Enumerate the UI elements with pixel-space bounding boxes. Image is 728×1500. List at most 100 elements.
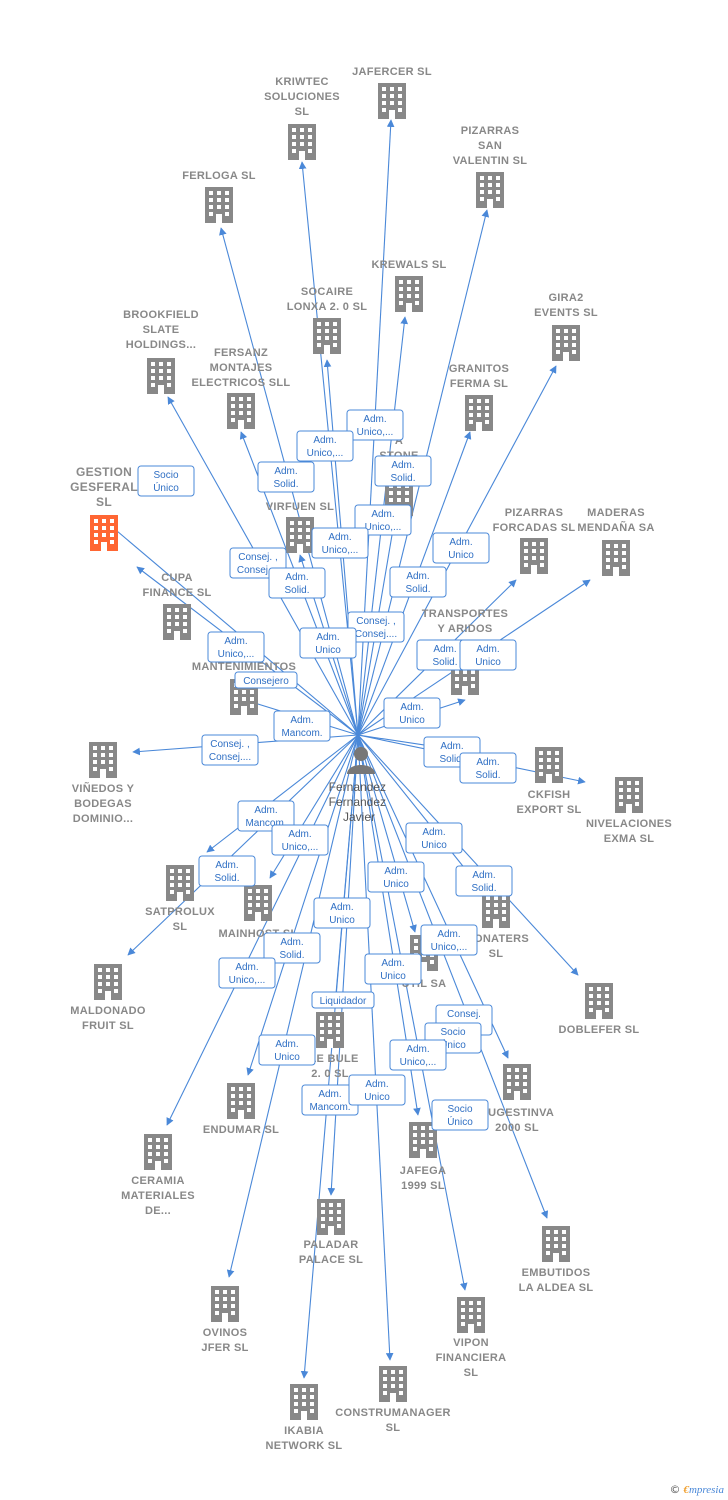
role-label: Liquidador xyxy=(311,991,375,1009)
building-icon xyxy=(144,1134,172,1170)
company-node-mainhost[interactable]: MAINHOST SL xyxy=(218,885,297,940)
company-node-virfuen[interactable]: VIRFUEN SL xyxy=(266,501,334,553)
role-label: Adm.Unico xyxy=(459,639,517,671)
building-icon xyxy=(288,124,316,160)
person-name: Fernandez Fernandez Javier xyxy=(329,780,390,824)
company-node-endumar[interactable]: ENDUMAR SL xyxy=(203,1083,279,1136)
role-label: Adm.Unico,... xyxy=(271,824,329,856)
building-icon xyxy=(244,885,272,921)
building-icon xyxy=(147,358,175,394)
building-icon xyxy=(465,395,493,431)
company-name: VIRFUEN SL xyxy=(266,501,334,513)
svg-text:Adm.Unico,...: Adm.Unico,... xyxy=(357,414,394,438)
role-label: Adm.Solid. xyxy=(198,855,256,887)
building-icon xyxy=(395,276,423,312)
role-label: Adm.Unico,... xyxy=(218,957,276,989)
svg-text:Adm.Solid.: Adm.Solid. xyxy=(273,466,298,490)
edge-gesferal xyxy=(103,519,359,736)
building-icon xyxy=(205,187,233,223)
building-icon xyxy=(227,393,255,429)
role-label: Adm.Unico xyxy=(364,953,422,985)
role-label: Adm.Unico,... xyxy=(420,924,478,956)
edge-endumar xyxy=(246,734,359,1076)
edge-construmanager xyxy=(357,734,394,1361)
building-icon xyxy=(227,1083,255,1119)
edge-ovinos xyxy=(226,734,359,1278)
svg-text:Adm.Unico: Adm.Unico xyxy=(329,902,355,926)
company-node-jafercer[interactable]: JAFERCER SL xyxy=(352,66,432,119)
building-icon xyxy=(378,83,406,119)
building-icon xyxy=(90,515,118,551)
svg-text:Adm.Solid.: Adm.Solid. xyxy=(405,571,430,595)
role-label: Adm.Unico,... xyxy=(346,409,404,441)
company-name: FERLOGA SL xyxy=(182,170,255,182)
company-node-krewals[interactable]: KREWALS SL xyxy=(371,259,446,312)
building-icon xyxy=(542,1226,570,1262)
building-icon xyxy=(317,1199,345,1235)
role-label: Adm.Mancom. xyxy=(237,800,295,832)
svg-text:Adm.Solid.: Adm.Solid. xyxy=(432,644,457,668)
building-icon xyxy=(89,742,117,778)
edge-maldonado xyxy=(127,734,359,956)
building-icon xyxy=(166,865,194,901)
svg-text:Consej. ,Consej....: Consej. ,Consej.... xyxy=(209,739,251,763)
company-node-ferloga[interactable]: FERLOGA SL xyxy=(182,170,255,223)
svg-text:Adm.Mancom.: Adm.Mancom. xyxy=(309,1089,350,1113)
svg-text:Adm.Solid.: Adm.Solid. xyxy=(475,757,500,781)
role-label: Adm.Unico,... xyxy=(296,430,354,462)
person-icon xyxy=(347,747,375,774)
center-person[interactable]: Fernandez Fernandez Javier xyxy=(329,747,390,824)
svg-text:Adm.Unico: Adm.Unico xyxy=(380,958,406,982)
svg-text:Adm.Unico,...: Adm.Unico,... xyxy=(229,962,266,986)
edge-sionaters xyxy=(357,734,479,886)
svg-text:Adm.Unico: Adm.Unico xyxy=(315,632,341,656)
svg-text:Adm.Solid.: Adm.Solid. xyxy=(214,860,239,884)
role-label: Adm.Solid. xyxy=(257,461,315,493)
company-node-mantenimientos[interactable]: MANTENIMIENTOS xyxy=(192,661,296,715)
company-node-doblefer[interactable]: DOBLEFER SL xyxy=(559,983,640,1036)
